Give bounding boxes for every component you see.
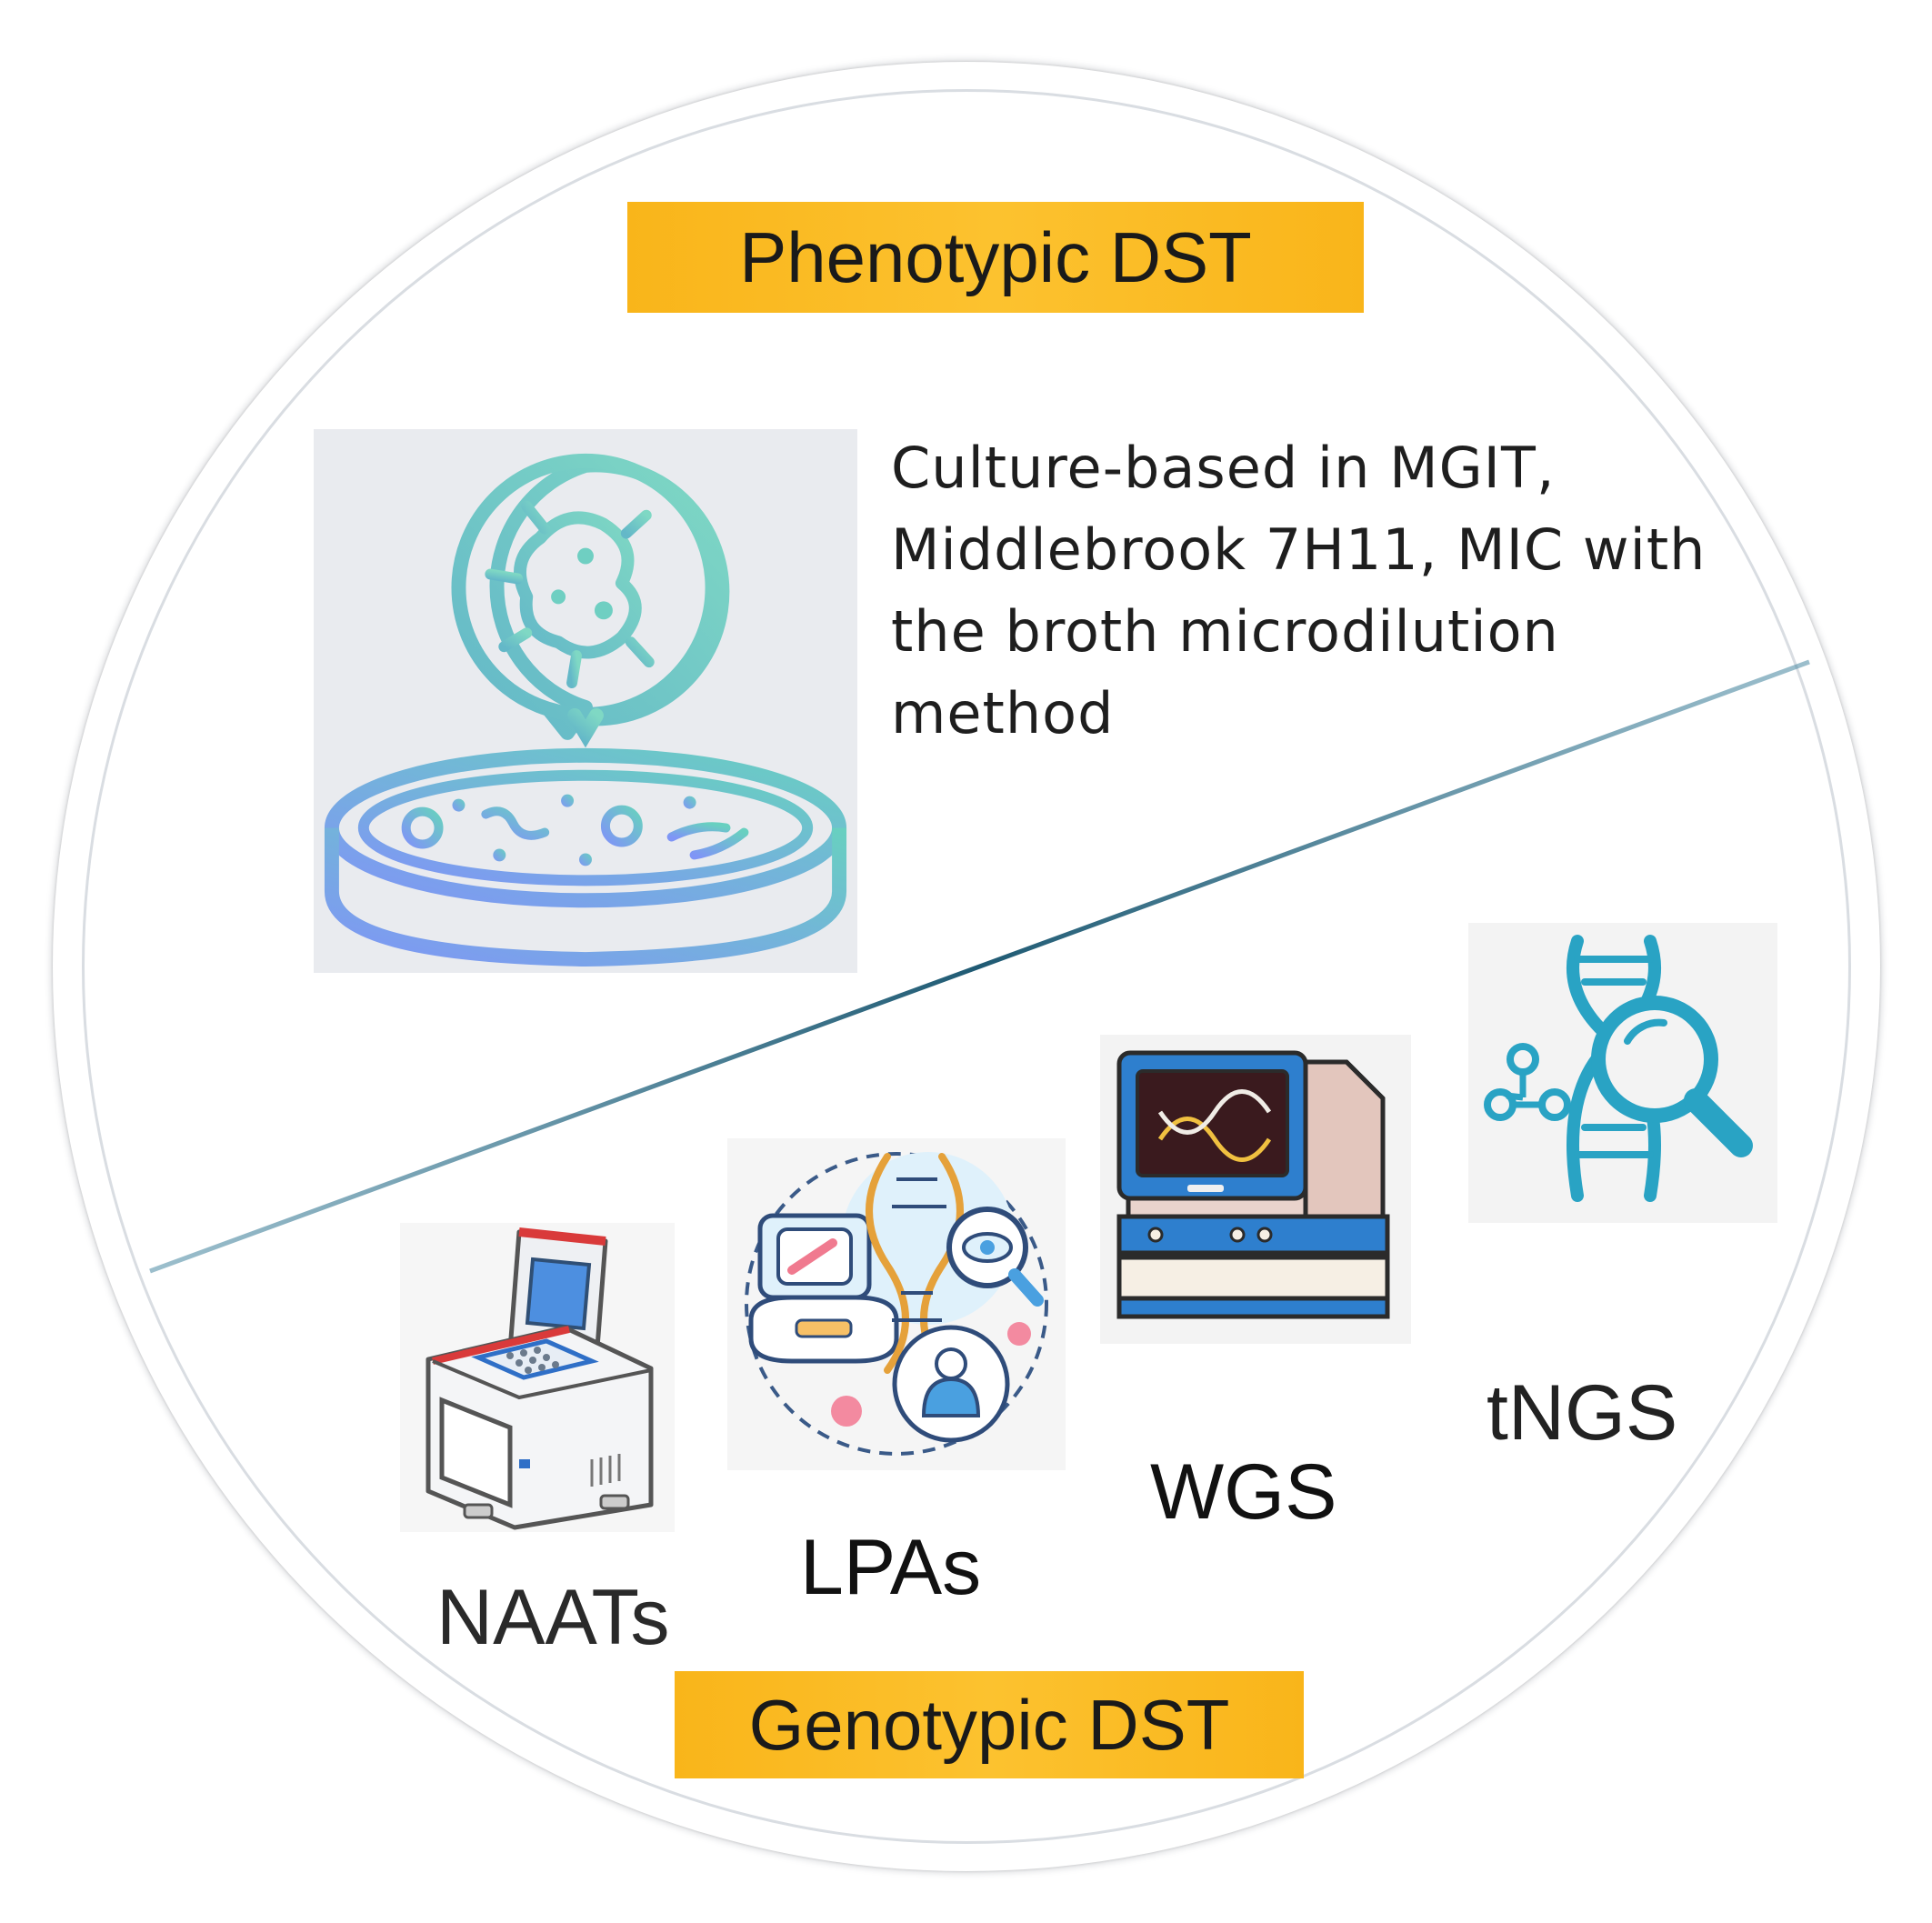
lpas-label: LPAs [800,1524,982,1611]
line-probe-assay-icon [727,1138,1066,1470]
description-line: method [891,680,1115,746]
phenotypic-dst-title: Phenotypic DST [739,216,1252,297]
description-line: Culture-based in MGIT, [891,435,1556,501]
naats-label: NAATs [436,1574,670,1661]
genotypic-dst-title: Genotypic DST [748,1684,1230,1765]
phenotypic-dst-banner: Phenotypic DST [627,202,1364,313]
thermal-cycler-icon [400,1223,675,1532]
description-line: Middlebrook 7H11, MIC with [891,516,1707,583]
inner-circle [82,89,1851,1844]
phenotypic-description: Culture-based in MGIT, Middlebrook 7H11,… [891,427,1782,755]
description-line: the broth microdilution [891,598,1559,665]
sequencer-icon [1100,1035,1411,1344]
genotypic-dst-banner: Genotypic DST [675,1671,1304,1778]
dna-magnifier-icon [1468,923,1777,1223]
tngs-label: tNGS [1487,1369,1678,1457]
wgs-label: WGS [1150,1448,1337,1536]
petri-dish-bacteria-icon [314,429,857,973]
